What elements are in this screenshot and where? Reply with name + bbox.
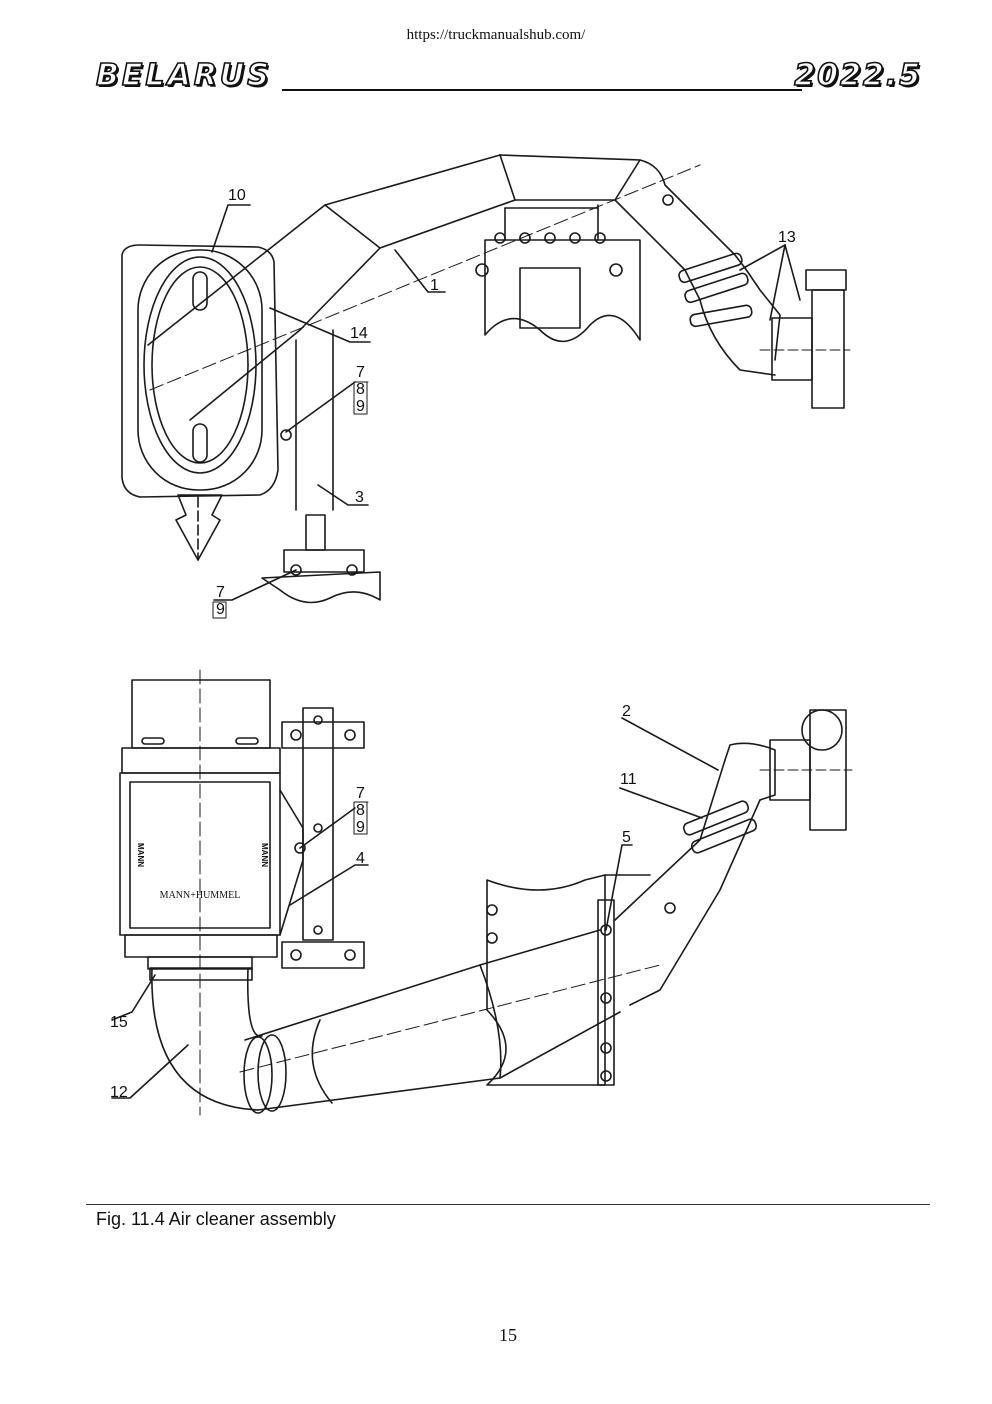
- callout-8-bottom: 8: [356, 802, 365, 819]
- callout-4: 4: [356, 850, 365, 867]
- top-outlet-ring: [143, 256, 257, 474]
- bottom-view: [111, 669, 853, 1116]
- top-duct-1: [147, 154, 746, 346]
- callout-11: 11: [620, 771, 637, 788]
- brand-logo-text: BELARUS: [95, 57, 272, 94]
- callout-9-top: 9: [356, 398, 365, 415]
- air-cleaner-drawing: 10 1 13 14 7 8 9 3 7 9 2 11 7 8 9 4 5 15…: [110, 154, 853, 1116]
- callout-7-top: 7: [356, 364, 365, 381]
- callout-14: 14: [350, 325, 368, 342]
- top-housing: [121, 244, 279, 498]
- callout-13: 13: [778, 229, 796, 246]
- caption-rule: [86, 1204, 930, 1205]
- source-url[interactable]: https://truckmanualshub.com/: [406, 27, 586, 43]
- top-view: [121, 154, 851, 604]
- page-number: 15: [499, 1325, 517, 1345]
- filter-brand-label: MANN+HUMMEL: [160, 890, 241, 901]
- bottom-elbow-12: [151, 967, 259, 1111]
- bottom-frame-rail: [486, 874, 606, 1086]
- callout-7-bottom: 7: [356, 785, 365, 802]
- bottom-clamp-15: [149, 967, 253, 981]
- top-dust-valve: [175, 494, 223, 561]
- header-rule: [282, 89, 802, 91]
- filter-side-mark-left: MANN: [136, 843, 145, 867]
- callout-9-bottom: 9: [356, 819, 365, 836]
- bottom-long-duct: [244, 929, 601, 1041]
- callout-5: 5: [622, 829, 631, 846]
- top-bracket: [484, 239, 641, 343]
- callout-2: 2: [622, 703, 631, 720]
- callout-15: 15: [110, 1014, 128, 1031]
- callout-12: 12: [110, 1084, 128, 1101]
- callout-9-base: 9: [216, 601, 225, 618]
- callout-10: 10: [228, 187, 246, 204]
- callout-8-top: 8: [356, 381, 365, 398]
- figure-caption: Fig. 11.4 Air cleaner assembly: [96, 1209, 336, 1229]
- edition-year: 2022.5: [793, 57, 922, 94]
- callout-3: 3: [355, 489, 364, 506]
- callout-7-base: 7: [216, 584, 225, 601]
- top-clamps: [678, 252, 743, 284]
- callout-1: 1: [430, 277, 439, 294]
- filter-side-mark-right: MANN: [260, 843, 269, 867]
- top-housing-inner: [137, 249, 263, 491]
- bottom-clamp-11: [682, 800, 750, 836]
